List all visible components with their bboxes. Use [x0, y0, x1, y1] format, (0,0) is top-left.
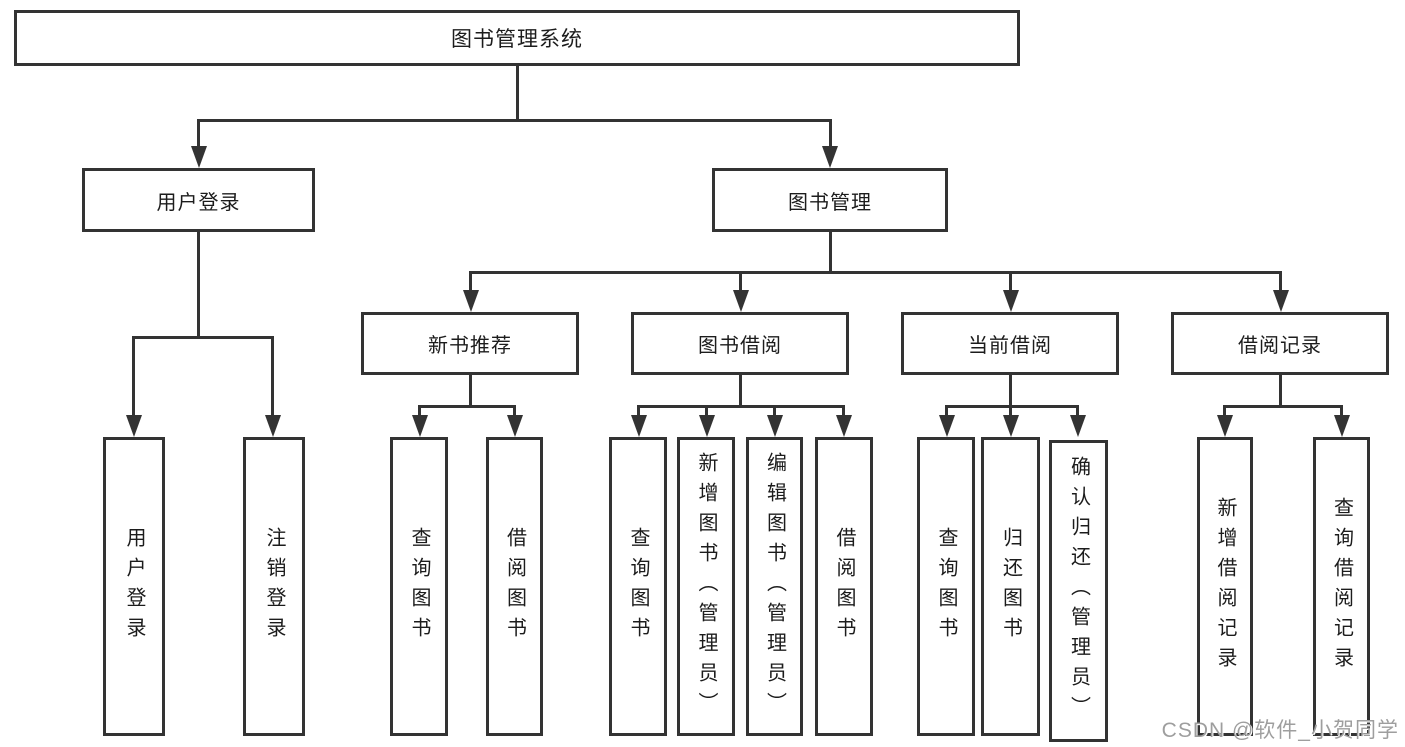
arrowhead-bb-edit — [767, 415, 783, 437]
leaf-br-query-record: 查询借阅记录 — [1313, 437, 1370, 736]
arrowhead-br-add — [1217, 415, 1233, 437]
connector-drop-new-book — [469, 271, 472, 295]
connector-drop-current-borrow — [1009, 271, 1012, 295]
arrowhead-new-book — [463, 290, 479, 312]
leaf-bb-query-books: 查询图书 — [609, 437, 667, 736]
node-library-system: 图书管理系统 — [14, 10, 1020, 66]
arrowhead-bb-query — [631, 415, 647, 437]
arrowhead-leaf-login — [126, 415, 142, 437]
leaf-cb-return-books: 归还图书 — [981, 437, 1040, 736]
connector-current-borrow-bar — [945, 405, 1079, 408]
arrowhead-br-query — [1334, 415, 1350, 437]
leaf-nb-borrow-books: 借阅图书 — [486, 437, 543, 736]
leaf-bb-edit-books-admin-label: 编辑图书（管理员） — [763, 451, 786, 722]
leaf-bb-borrow-books: 借阅图书 — [815, 437, 873, 736]
leaf-cb-confirm-return-admin: 确认归还（管理员） — [1049, 440, 1108, 742]
arrowhead-user-login — [191, 146, 207, 168]
connector-drop-bb1 — [637, 405, 640, 420]
node-borrow-records-label: 借阅记录 — [1238, 335, 1322, 357]
connector-book-management-trunk — [829, 232, 832, 274]
leaf-bb-add-books-admin-label: 新增图书（管理员） — [695, 451, 717, 722]
leaf-cb-confirm-return-admin-label: 确认归还（管理员） — [1067, 456, 1090, 726]
leaf-nb-query-books-label: 查询图书 — [408, 526, 430, 647]
connector-drop-user-login — [197, 119, 200, 151]
arrowhead-cb-return — [1003, 415, 1019, 437]
node-book-management: 图书管理 — [712, 168, 948, 232]
csdn-watermark: CSDN @软件_小贺同学 — [1161, 719, 1399, 742]
node-library-system-label: 图书管理系统 — [451, 28, 583, 51]
connector-drop-bb2 — [705, 405, 708, 420]
leaf-cb-query-books: 查询图书 — [917, 437, 975, 736]
connector-drop-nb1 — [418, 405, 421, 420]
connector-drop-bb3 — [773, 405, 776, 420]
node-book-borrow-label: 图书借阅 — [698, 335, 782, 357]
connector-drop-br2 — [1340, 405, 1343, 420]
leaf-logout: 注销登录 — [243, 437, 305, 736]
connector-user-login-trunk — [197, 232, 200, 339]
node-borrow-records: 借阅记录 — [1171, 312, 1389, 375]
leaf-br-add-record: 新增借阅记录 — [1197, 437, 1253, 736]
arrowhead-borrow-records — [1273, 290, 1289, 312]
arrowhead-cb-confirm — [1070, 415, 1086, 437]
connector-user-login-bar — [132, 336, 274, 339]
connector-drop-cb2 — [1009, 405, 1012, 420]
leaf-bb-query-books-label: 查询图书 — [627, 526, 649, 647]
node-new-book-recommend: 新书推荐 — [361, 312, 579, 375]
leaf-logout-label: 注销登录 — [263, 526, 285, 647]
connector-drop-borrow-records — [1279, 271, 1282, 295]
connector-drop-br1 — [1223, 405, 1226, 420]
leaf-bb-borrow-books-label: 借阅图书 — [833, 526, 855, 647]
leaf-bb-add-books-admin: 新增图书（管理员） — [677, 437, 735, 736]
connector-current-borrow-trunk — [1009, 375, 1012, 408]
arrowhead-cb-query — [939, 415, 955, 437]
leaf-nb-query-books: 查询图书 — [390, 437, 448, 736]
arrowhead-bb-borrow — [836, 415, 852, 437]
node-current-borrow: 当前借阅 — [901, 312, 1119, 375]
arrowhead-current-borrow — [1003, 290, 1019, 312]
node-current-borrow-label: 当前借阅 — [968, 335, 1052, 357]
node-user-login: 用户登录 — [82, 168, 315, 232]
connector-borrow-records-trunk — [1279, 375, 1282, 408]
leaf-cb-query-books-label: 查询图书 — [935, 526, 957, 647]
arrowhead-leaf-logout — [265, 415, 281, 437]
connector-drop-bb4 — [842, 405, 845, 420]
leaf-user-login: 用户登录 — [103, 437, 165, 736]
connector-drop-book-borrow — [739, 271, 742, 295]
arrowhead-bb-add — [699, 415, 715, 437]
leaf-cb-return-books-label: 归还图书 — [999, 526, 1022, 647]
connector-drop-leaf-login — [132, 336, 135, 420]
connector-new-book-bar — [418, 405, 516, 408]
leaf-br-add-record-label: 新增借阅记录 — [1214, 496, 1236, 677]
connector-drop-cb3 — [1076, 405, 1079, 420]
node-user-login-label: 用户登录 — [156, 191, 241, 214]
leaf-nb-borrow-books-label: 借阅图书 — [503, 526, 526, 647]
arrowhead-nb-borrow — [507, 415, 523, 437]
connector-level2-bar — [197, 119, 832, 122]
node-new-book-recommend-label: 新书推荐 — [428, 335, 512, 357]
connector-root-trunk — [516, 64, 519, 122]
arrowhead-book-borrow — [733, 290, 749, 312]
node-book-borrow: 图书借阅 — [631, 312, 849, 375]
connector-book-borrow-bar — [637, 405, 845, 408]
leaf-user-login-label: 用户登录 — [123, 526, 145, 647]
leaf-bb-edit-books-admin: 编辑图书（管理员） — [746, 437, 803, 736]
arrowhead-book-management — [822, 146, 838, 168]
arrowhead-nb-query — [412, 415, 428, 437]
connector-borrow-records-bar — [1223, 405, 1343, 408]
connector-new-book-trunk — [469, 375, 472, 408]
connector-drop-nb2 — [513, 405, 516, 420]
node-book-management-label: 图书管理 — [788, 191, 872, 214]
connector-drop-leaf-logout — [271, 336, 274, 420]
connector-drop-book-management — [829, 119, 832, 151]
connector-level3-bar — [469, 271, 1282, 274]
connector-drop-cb1 — [945, 405, 948, 420]
connector-book-borrow-trunk — [739, 375, 742, 408]
leaf-br-query-record-label: 查询借阅记录 — [1330, 496, 1353, 677]
